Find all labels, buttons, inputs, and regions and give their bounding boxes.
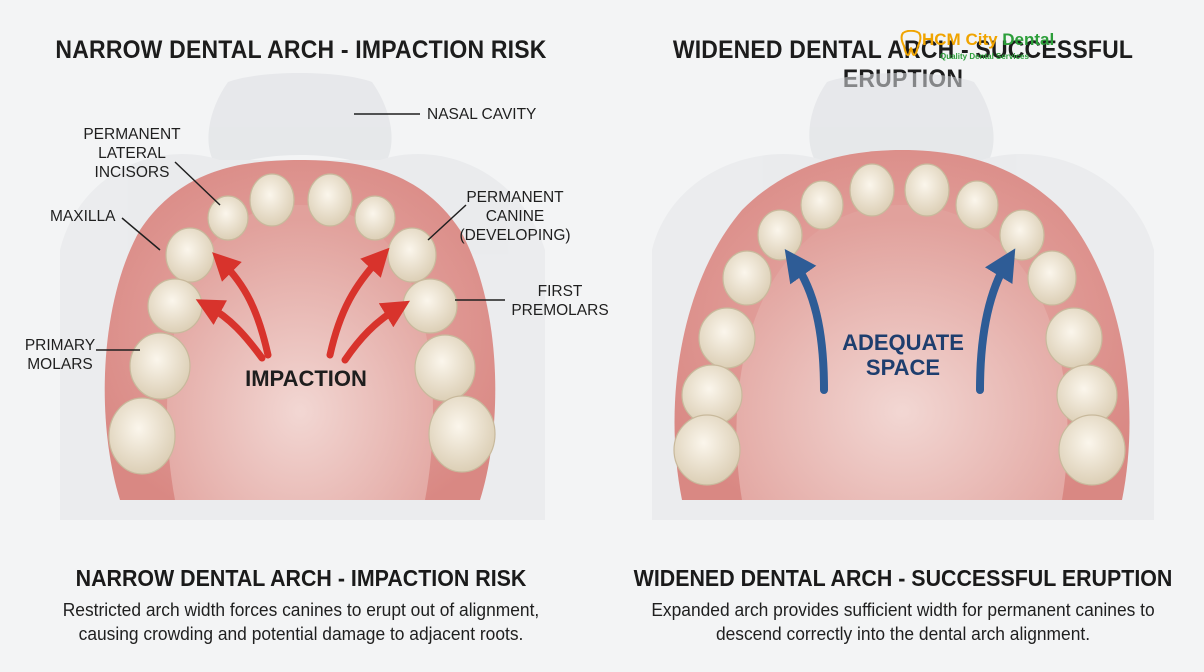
logo-text: HCM City Dental <box>922 30 1054 50</box>
label-primary-molars: PRIMARY MOLARS <box>24 337 96 373</box>
aligned-teeth <box>673 163 1126 486</box>
label-impaction: IMPACTION <box>245 366 367 391</box>
right-caption: Expanded arch provides sufficient width … <box>651 599 1155 644</box>
left-caption: Restricted arch width forces canines to … <box>62 599 540 644</box>
impaction-arrows <box>195 247 410 364</box>
left-bottom-title: NARROW DENTAL ARCH - IMPACTION RISK <box>75 565 527 591</box>
label-lateral-incisors: PERMANENT LATERAL INCISORS <box>83 126 181 181</box>
widened-arch-illustration <box>652 73 1154 520</box>
leader-lines <box>96 113 505 351</box>
eruption-arrows <box>784 248 1016 394</box>
left-panel-title: NARROW DENTAL ARCH - IMPACTION RISK <box>55 36 547 64</box>
label-nasal-cavity: NASAL CAVITY <box>427 106 537 123</box>
upper-teeth <box>108 173 496 475</box>
logo-tagline: Quality Dental Services <box>940 52 1029 61</box>
right-bottom-title: WIDENED DENTAL ARCH - SUCCESSFUL ERUPTIO… <box>633 565 1173 591</box>
widened-palate <box>736 205 1068 500</box>
label-first-premolars: FIRST PREMOLARS <box>511 283 609 319</box>
clinic-logo: HCM City Dental Quality Dental Services <box>900 28 1080 68</box>
logo-text-city: HCM City <box>922 30 1003 49</box>
narrow-arch-illustration <box>96 73 505 500</box>
label-maxilla: MAXILLA <box>50 208 116 225</box>
label-permanent-canine: PERMANENT CANINE (DEVELOPING) <box>459 189 571 244</box>
label-adequate-space: ADEQUATE SPACE <box>842 330 964 380</box>
narrow-arch-panel: NARROW DENTAL ARCH - IMPACTION RISK <box>24 36 609 644</box>
tooth-logo-icon <box>900 30 922 56</box>
logo-text-dental: Dental <box>1002 30 1055 49</box>
widened-arch-panel: WIDENED DENTAL ARCH - SUCCESSFUL ERUPTIO… <box>602 0 1204 672</box>
